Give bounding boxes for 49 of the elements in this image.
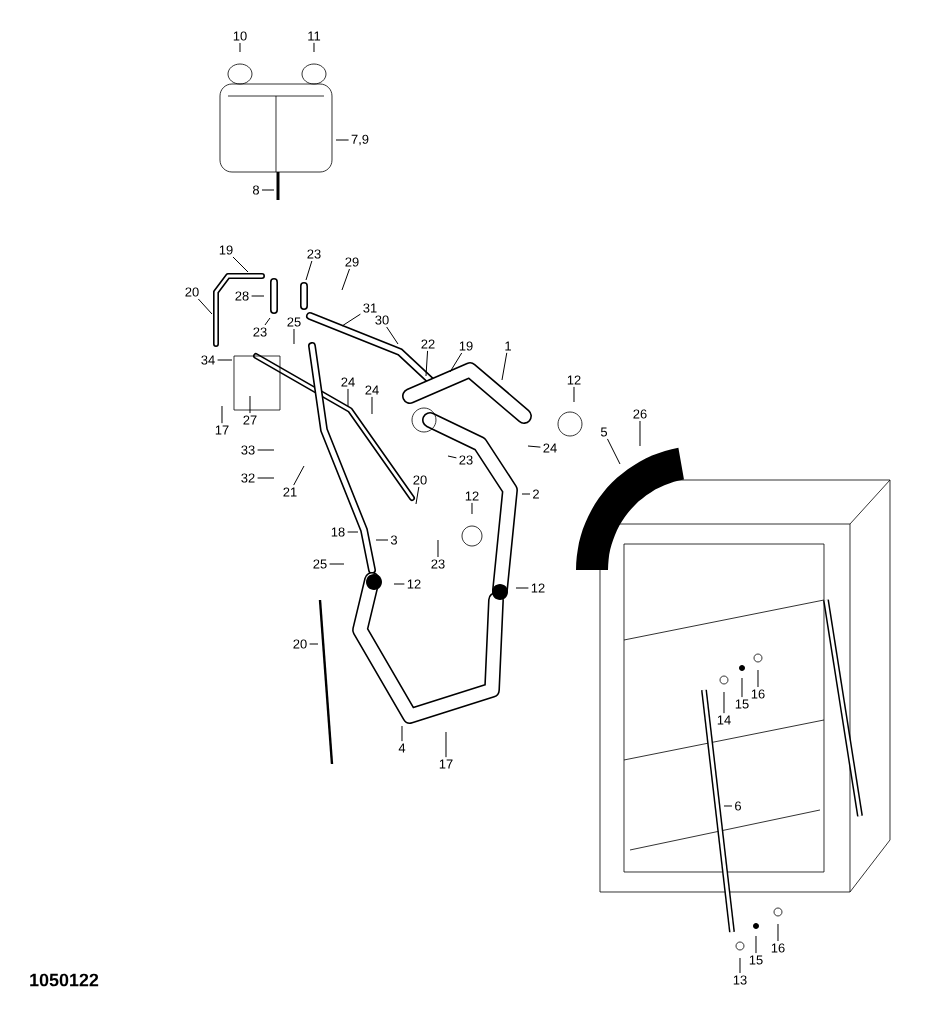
leader-line bbox=[341, 313, 361, 327]
leader-line bbox=[347, 531, 359, 533]
leader-line bbox=[239, 42, 241, 53]
leader-line bbox=[261, 189, 275, 191]
leader-line bbox=[335, 139, 350, 141]
leader-line bbox=[755, 935, 757, 954]
leader-line bbox=[606, 438, 621, 465]
leader-line bbox=[723, 805, 733, 807]
leader-line bbox=[197, 298, 213, 315]
leader-line bbox=[341, 268, 350, 291]
leader-line bbox=[221, 405, 223, 424]
leader-line bbox=[573, 386, 575, 403]
leader-line bbox=[232, 256, 249, 273]
leader-line bbox=[386, 326, 399, 345]
leader-line bbox=[305, 260, 313, 281]
leader-line bbox=[371, 396, 373, 415]
leader-line bbox=[313, 42, 315, 53]
leader-line bbox=[777, 923, 779, 942]
leader-line bbox=[445, 731, 447, 758]
leader-line bbox=[415, 486, 420, 505]
leader-line bbox=[375, 539, 389, 541]
leader-line bbox=[425, 350, 429, 377]
leader-line bbox=[521, 493, 531, 495]
leader-line bbox=[723, 691, 725, 714]
leader-line bbox=[447, 455, 457, 459]
leader-line bbox=[217, 359, 233, 361]
leader-line bbox=[393, 583, 405, 585]
leader-line bbox=[293, 465, 305, 486]
leader-line bbox=[347, 388, 349, 407]
leader-line bbox=[757, 669, 759, 688]
leader-line bbox=[741, 677, 743, 698]
leader-line bbox=[293, 328, 295, 345]
leader-line bbox=[437, 539, 439, 558]
leader-line bbox=[639, 420, 641, 447]
leader-line bbox=[257, 477, 275, 479]
leader-line bbox=[401, 725, 403, 742]
leader-line bbox=[527, 445, 541, 448]
leader-line bbox=[251, 295, 265, 297]
leader-line bbox=[257, 449, 275, 451]
leader-line bbox=[449, 352, 463, 373]
drawing-number: 1050122 bbox=[30, 973, 99, 987]
leader-line bbox=[329, 563, 345, 565]
leader-line bbox=[471, 502, 473, 515]
leader-line bbox=[515, 587, 529, 589]
leader-line bbox=[249, 395, 251, 414]
leader-line bbox=[739, 957, 741, 974]
leader-line bbox=[264, 317, 271, 326]
leader-line bbox=[309, 643, 319, 645]
leader-line bbox=[501, 352, 508, 381]
